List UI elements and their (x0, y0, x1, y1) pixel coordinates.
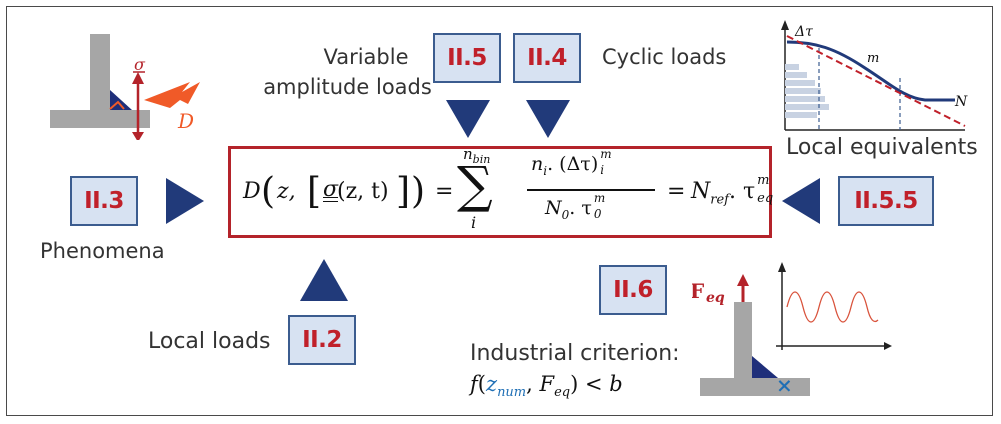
tag-ii4: II.4 (513, 33, 581, 83)
tag-ii55: II.5.5 (838, 176, 934, 226)
eq-fraction-bar (527, 189, 655, 191)
local-loads-label: Local loads (148, 329, 271, 354)
eq-bracket-close: ] (396, 171, 411, 212)
eq-paren-close: ) (411, 171, 426, 212)
down-arrow-ii4 (526, 100, 570, 138)
diagram-frame (6, 6, 993, 416)
eq-nbin: nbin (463, 145, 491, 166)
down-arrows (446, 100, 570, 138)
damage-equation-box: D ( z, [ σ (z, t) ] ) = nbin ∑ i ni. (Δτ… (228, 145, 774, 238)
eq-sum: ∑ (457, 156, 493, 214)
criterion-formula: f(znum, Feq) < b (470, 372, 623, 401)
cyclic-signal-icon (786, 291, 879, 323)
sigma-icon-label: σ (134, 55, 146, 74)
cyclic-loads-label: Cyclic loads (602, 45, 727, 69)
eq-paren-open: ( (261, 171, 276, 212)
eq-equals-2: = (667, 179, 686, 204)
delta-tau-axis-label: Δτ (794, 24, 813, 40)
eq-equals-1: = (435, 179, 454, 204)
right-arrow-ii3 (166, 178, 204, 224)
weld-load-icon: F eq × (692, 262, 892, 397)
feq-sub-label: eq (706, 290, 725, 306)
tag-ii5: II.5 (433, 33, 501, 83)
eq-args: (z, t) (337, 179, 389, 204)
eq-bracket-open: [ (307, 171, 322, 212)
industrial-criterion-label: Industrial criterion: (470, 341, 680, 366)
tag-ii2: II.2 (288, 315, 356, 365)
critical-point-cross-icon: × (776, 373, 793, 397)
eq-sum-index: i (471, 213, 477, 232)
left-arrow-ii55 (782, 178, 820, 224)
damage-icon-label: D (177, 109, 194, 133)
tag-ii6: II.6 (599, 265, 667, 315)
phenomena-label: Phenomena (40, 239, 165, 263)
local-equivalents-label: Local equivalents (786, 135, 978, 160)
eq-sigma: σ (323, 177, 339, 202)
up-arrow-ii2 (300, 259, 348, 301)
variable-label-line1: Variable (323, 45, 409, 69)
feq-label: F (692, 279, 704, 303)
tag-ii3: II.3 (70, 176, 138, 226)
variable-label-line2: amplitude loads (263, 75, 432, 99)
down-arrow-ii5 (446, 100, 490, 138)
slope-m-label: m (867, 51, 879, 66)
n-axis-label: N (954, 94, 968, 110)
sn-curve-icon: Δτ m N (781, 20, 968, 131)
weld-crack-icon: σ D (50, 34, 200, 140)
eq-z: z, (277, 179, 296, 204)
eq-D: D (243, 179, 261, 204)
